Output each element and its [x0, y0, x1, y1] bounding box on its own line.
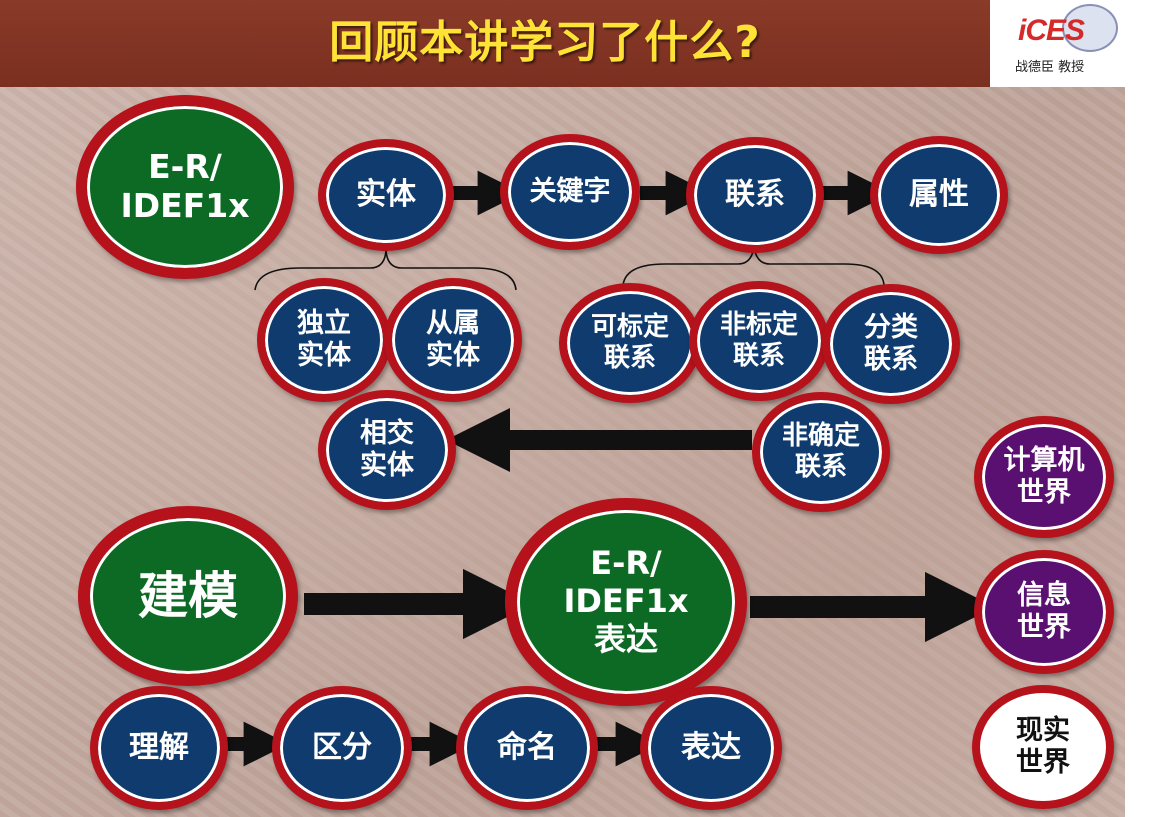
real-world-node: 现实 世界 — [972, 685, 1114, 809]
relation-node: 联系 — [686, 137, 824, 253]
category-relation-node: 分类 联系 — [822, 284, 960, 404]
modeling-node: 建模 — [78, 506, 298, 686]
er-idef1x-node: E-R/ IDEF1x — [76, 95, 294, 279]
step-understand-node: 理解 — [90, 686, 228, 810]
dependent-entity-node: 从属 实体 — [384, 278, 522, 402]
intersection-entity-node: 相交 实体 — [318, 390, 456, 510]
identifying-relation-node: 可标定 联系 — [559, 283, 701, 403]
step-express-node: 表达 — [640, 686, 782, 810]
logo-text: iCES — [1018, 14, 1085, 47]
independent-entity-node: 独立 实体 — [257, 278, 391, 402]
non-identifying-relation-node: 非标定 联系 — [689, 281, 829, 401]
ices-logo: iCES 战德臣 教授 — [990, 0, 1125, 87]
step-distinguish-node: 区分 — [272, 686, 412, 810]
title-bar: 回顾本讲学习了什么? iCES 战德臣 教授 — [0, 0, 1125, 87]
key-node: 关键字 — [500, 134, 640, 250]
information-world-node: 信息 世界 — [974, 550, 1114, 674]
step-name-node: 命名 — [456, 686, 598, 810]
non-specific-relation-node: 非确定 联系 — [752, 392, 890, 512]
computer-world-node: 计算机 世界 — [974, 416, 1114, 538]
seal-icon — [1062, 4, 1118, 52]
entity-node: 实体 — [318, 139, 454, 251]
er-idef1x-expression-node: E-R/ IDEF1x 表达 — [505, 498, 747, 706]
slide-title: 回顾本讲学习了什么? — [329, 17, 761, 68]
logo-author: 战德臣 教授 — [1015, 60, 1085, 75]
attribute-node: 属性 — [870, 136, 1008, 254]
